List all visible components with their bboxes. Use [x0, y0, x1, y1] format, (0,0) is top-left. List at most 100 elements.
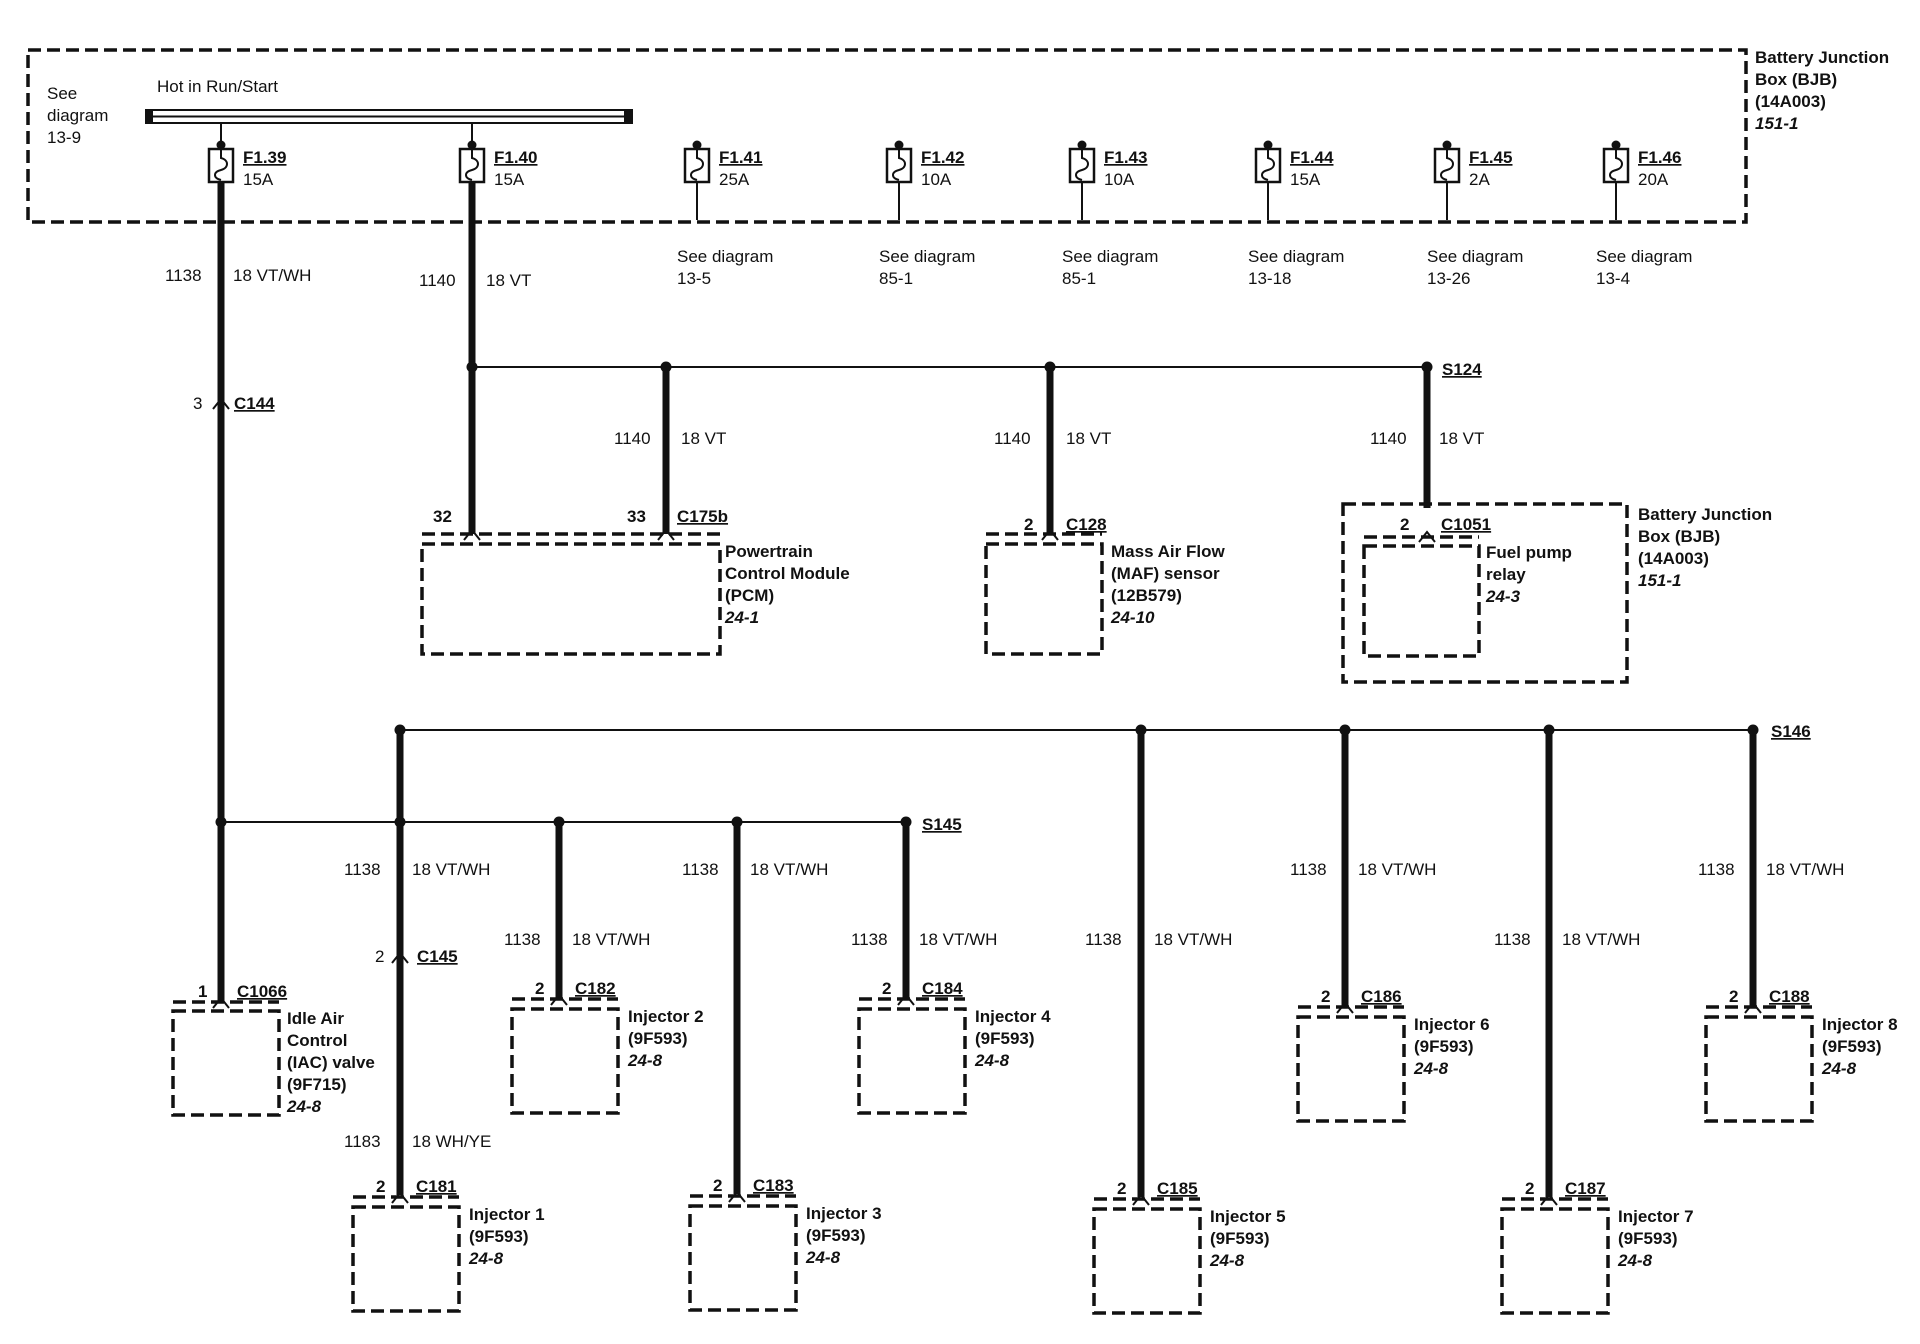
wire-label-gauge: 18 VT/WH	[919, 930, 997, 949]
connector-c144: 3 C144	[193, 394, 275, 413]
component-line: (MAF) sensor	[1111, 564, 1220, 583]
component-ref: 24-8	[974, 1051, 1010, 1070]
wire-label-circuit: 1138	[1494, 930, 1531, 949]
fuse-id: F1.45	[1469, 148, 1512, 167]
bjb-top-ref: 151-1	[1755, 114, 1798, 133]
fuse-see-diagram: See diagram	[1248, 247, 1344, 266]
component-ref: 24-8	[1821, 1059, 1857, 1078]
wire-label-gauge: 18 VT/WH	[1562, 930, 1640, 949]
see-line3: 13-9	[47, 128, 81, 147]
connector-c186-id: C186	[1361, 987, 1402, 1006]
connector-pin: 2	[713, 1176, 722, 1195]
see-line1: See	[47, 84, 77, 103]
connector-pin: 2	[1729, 987, 1738, 1006]
component-ref: 24-8	[1413, 1059, 1449, 1078]
component-line: (9F593)	[1414, 1037, 1474, 1056]
component-ref: 24-8	[805, 1248, 841, 1267]
component-ref: 24-8	[1617, 1251, 1653, 1270]
wire-label-circuit: 1140	[1370, 429, 1407, 448]
component-line: Injector 5	[1210, 1207, 1286, 1226]
pcm-component: 32 33 C175b Powertrain Control Module (P…	[420, 507, 850, 656]
wire-label-circuit: 1138	[165, 266, 202, 285]
bjb-right-line: (14A003)	[1638, 549, 1709, 568]
fuse-see-ref: 13-4	[1596, 269, 1630, 288]
bjb-right-line: Battery Junction	[1638, 505, 1772, 524]
connector-id: C144	[234, 394, 275, 413]
wire-label-gauge: 18 VT	[486, 271, 531, 290]
connector-pin: 2	[1400, 515, 1409, 534]
splice-dots	[215, 361, 1759, 828]
bjb-right-line: Box (BJB)	[1638, 527, 1720, 546]
wire-label-gauge: 18 VT/WH	[233, 266, 311, 285]
wire-label-gauge: 18 VT/WH	[750, 860, 828, 879]
component-line: relay	[1486, 565, 1526, 584]
component-line: (9F593)	[1618, 1229, 1678, 1248]
component-line: Control Module	[725, 564, 850, 583]
fuse-id: F1.43	[1104, 148, 1147, 167]
iac-component: 1 C1066 Idle Air Control (IAC) valve (9F…	[171, 982, 375, 1117]
fuse-rating: 2A	[1469, 170, 1490, 189]
component-line: Injector 1	[469, 1205, 545, 1224]
component-ref: 24-8	[468, 1249, 504, 1268]
fuse-rating: 10A	[921, 170, 952, 189]
fuse-see-diagram: See diagram	[677, 247, 773, 266]
component-line: (PCM)	[725, 586, 774, 605]
component-line: Injector 4	[975, 1007, 1051, 1026]
component-ref: 24-8	[286, 1097, 322, 1116]
see-diagram-left: See diagram 13-9	[47, 84, 108, 147]
wire-label-circuit: 1140	[419, 271, 456, 290]
wire-label-gauge: 18 VT/WH	[572, 930, 650, 949]
bjb-right-box	[1341, 502, 1629, 684]
component-ref: 24-8	[627, 1051, 663, 1070]
fuse-see-ref: 13-5	[677, 269, 711, 288]
connector-pin: 3	[193, 394, 202, 413]
connector-pin: 2	[375, 947, 384, 966]
component-line: Injector 6	[1414, 1015, 1490, 1034]
connector-c175b-id: C175b	[677, 507, 728, 526]
fuse-id: F1.46	[1638, 148, 1681, 167]
connector-pin: 2	[1525, 1179, 1534, 1198]
fuse-rating: 25A	[719, 170, 750, 189]
fuse-rating: 20A	[1638, 170, 1669, 189]
wire-labels: 1138 18 VT/WH 1140 18 VT 1140 18 VT 1140…	[165, 266, 1844, 1151]
wire-label-circuit: 1138	[1290, 860, 1327, 879]
bjb-right-ref: 151-1	[1638, 571, 1681, 590]
fuse-see-ref: 13-18	[1248, 269, 1291, 288]
connector-c1051-id: C1051	[1441, 515, 1491, 534]
fuse-rating: 15A	[494, 170, 525, 189]
fuse-id: F1.40	[494, 148, 537, 167]
wire-label-gauge: 18 VT/WH	[1766, 860, 1844, 879]
wire-label-gauge: 18 VT/WH	[1358, 860, 1436, 879]
busbar-label: Hot in Run/Start	[157, 77, 278, 96]
connector-c185-id: C185	[1157, 1179, 1198, 1198]
fuse-see-ref: 85-1	[879, 269, 913, 288]
component-line: Injector 7	[1618, 1207, 1694, 1226]
component-line: Injector 8	[1822, 1015, 1898, 1034]
component-line: (9F593)	[806, 1226, 866, 1245]
component-ref: 24-3	[1485, 587, 1521, 606]
connector-c181-id: C181	[416, 1177, 457, 1196]
component-line: Fuel pump	[1486, 543, 1572, 562]
fuse-F1.40: F1.40 15A	[458, 140, 537, 189]
component-line: (9F593)	[628, 1029, 688, 1048]
fuse-id: F1.39	[243, 148, 286, 167]
component-line: Control	[287, 1031, 347, 1050]
connector-pin: 32	[433, 507, 452, 526]
bjb-top-name-line1: Battery Junction	[1755, 48, 1889, 67]
maf-component: 2 C128 Mass Air Flow (MAF) sensor (12B57…	[984, 515, 1225, 656]
splice-s124: S124	[1442, 360, 1482, 379]
wire-label-gauge: 18 VT	[681, 429, 726, 448]
wire-label-circuit: 1140	[614, 429, 651, 448]
wire-label-circuit: 1183	[344, 1132, 381, 1151]
fuel-pump-relay-component: 2 C1051 Fuel pump relay 24-3 Battery Jun…	[1341, 502, 1772, 684]
connector-c128-id: C128	[1066, 515, 1107, 534]
fuse-id: F1.44	[1290, 148, 1334, 167]
fuse-see-ref: 85-1	[1062, 269, 1096, 288]
